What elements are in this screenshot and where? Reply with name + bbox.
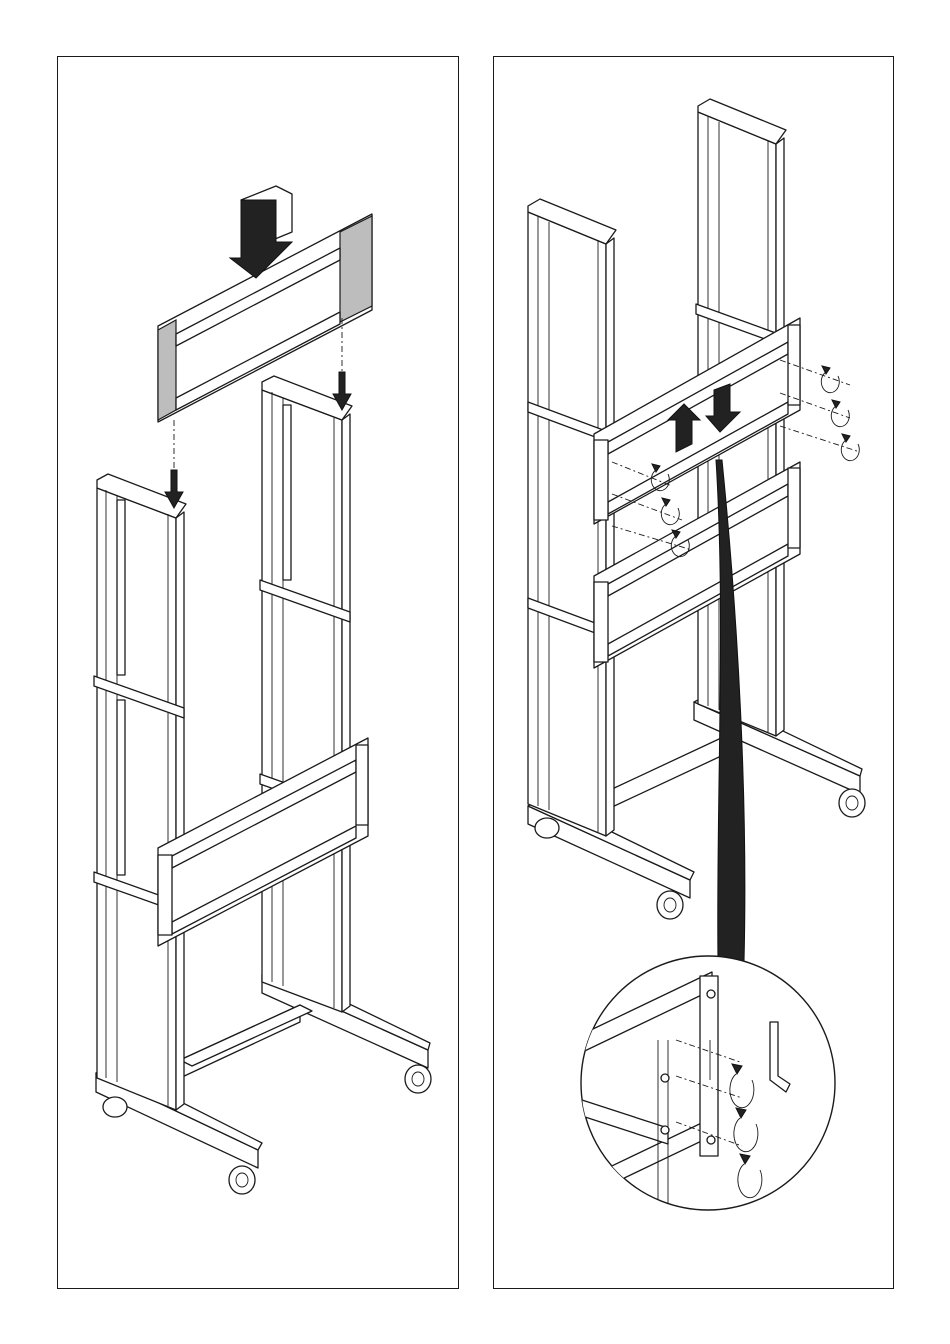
upright-column-left — [97, 474, 186, 1110]
right-stand-assembly — [528, 99, 865, 1230]
rotate-screw-icon — [661, 498, 679, 525]
detail-magnifier — [570, 956, 835, 1230]
upright-column-right — [262, 376, 352, 1012]
left-stand-assembly — [94, 186, 431, 1194]
rotate-screw-icon — [841, 434, 859, 461]
base-crossbar — [610, 732, 734, 808]
rotate-screw-icon — [821, 366, 839, 393]
base-crossbar — [180, 1005, 312, 1078]
rotate-screw-icon — [831, 400, 849, 427]
